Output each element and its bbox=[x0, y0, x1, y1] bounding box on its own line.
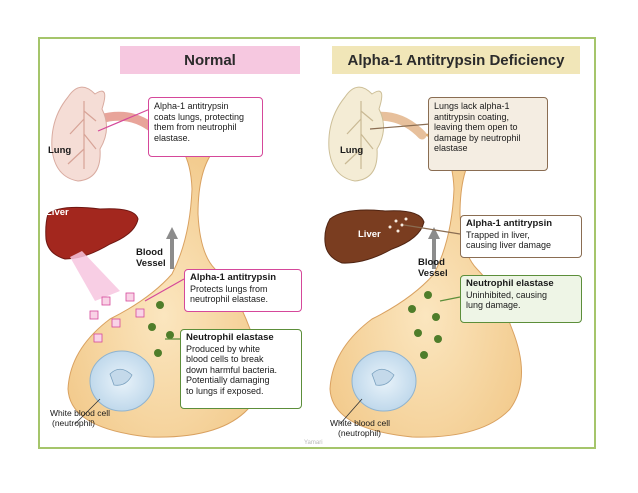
box-neutrophil-elastase-normal: Neutrophil elastase Produced by white bl… bbox=[180, 329, 302, 409]
label-wbc-normal: White blood cell (neutrophil) bbox=[50, 408, 111, 428]
lung-aatd bbox=[328, 86, 384, 182]
label-lung-normal: Lung bbox=[48, 145, 72, 156]
liver-normal bbox=[45, 206, 139, 260]
box-aat-coats-lungs: Alpha-1 antitrypsin coats lungs, protect… bbox=[148, 97, 263, 157]
elastase-particles-aatd bbox=[408, 291, 442, 359]
label-lung-aatd: Lung bbox=[340, 145, 364, 156]
label-liver-aatd: Liver bbox=[358, 229, 381, 240]
title-normal: Normal bbox=[120, 46, 300, 74]
label-liver-normal: Liver bbox=[46, 207, 69, 218]
liver-aatd bbox=[324, 209, 425, 264]
title-aatd: Alpha-1 Antitrypsin Deficiency bbox=[332, 46, 580, 74]
label-blood-vessel-normal: Blood Vessel bbox=[136, 247, 166, 269]
diagram-frame: Normal Alpha-1 Antitrypsin Deficiency Lu… bbox=[38, 37, 596, 449]
label-blood-vessel-aatd: Blood Vessel bbox=[418, 257, 448, 279]
box-lungs-lack-aat: Lungs lack alpha-1 antitrypsin coating, … bbox=[428, 97, 548, 171]
label-wbc-aatd: White blood cell (neutrophil) bbox=[330, 418, 391, 438]
aat-flow-normal bbox=[70, 251, 120, 301]
box-neutrophil-elastase-aatd: Neutrophil elastase Uninhibited, causing… bbox=[460, 275, 582, 323]
box-aat-protects: Alpha-1 antitrypsin Protects lungs from … bbox=[184, 269, 302, 312]
watermark: Yamari bbox=[304, 440, 323, 446]
box-aat-trapped: Alpha-1 antitrypsin Trapped in liver, ca… bbox=[460, 215, 582, 258]
aat-particles-normal bbox=[89, 292, 145, 343]
lung-normal bbox=[51, 86, 107, 182]
elastase-particles-normal bbox=[148, 301, 174, 357]
